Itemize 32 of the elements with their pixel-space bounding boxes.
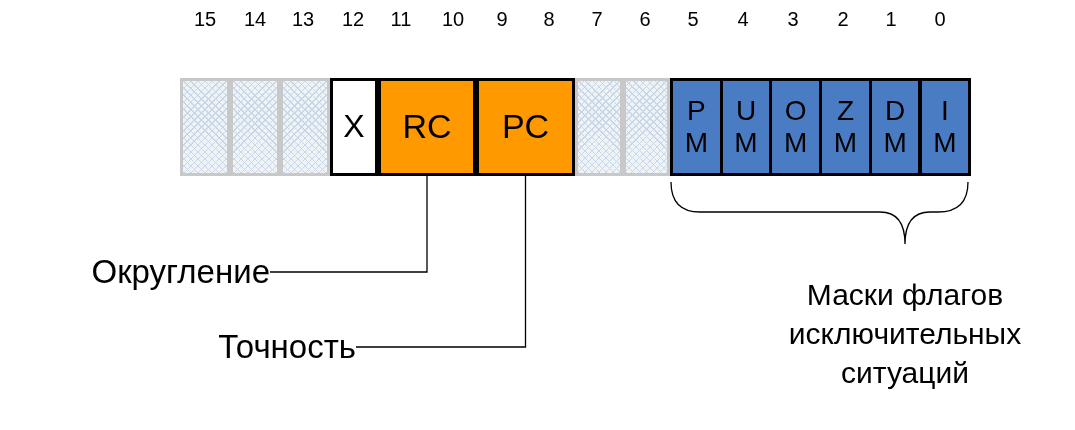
bit-number: 1 [884,8,898,31]
bit-number: 8 [542,8,556,31]
bit-number: 6 [638,8,652,31]
bit-number: 14 [242,8,268,31]
bit-number: 15 [192,8,218,31]
bit-number: 13 [290,8,316,31]
bit-number: 2 [836,8,850,31]
bit-number: 10 [440,8,466,31]
bit-number: 11 [389,8,413,31]
mask-bit-cell: Z M [819,78,872,176]
reserved-bit-cell [280,78,330,176]
bracket-caption: Маски флагов исключительных ситуаций [787,277,1023,391]
reserved-bit-cell [180,78,230,176]
bit-number: 9 [495,8,509,31]
bit-number: 0 [933,8,947,31]
leader-line [269,175,428,273]
bit-number: 4 [736,8,750,31]
mask-bit-cell: P M [670,78,723,176]
reserved-bit-cell [623,78,670,176]
bit-field-cell: PC [476,78,575,176]
bit-number: 12 [340,8,366,31]
bit-field-cell: RC [378,78,476,176]
field-name-label: Округление [6,250,270,294]
bit-number: 7 [590,8,604,31]
bit-number: 5 [686,8,700,31]
bit-number: 3 [786,8,800,31]
bit-field-cell: X [330,78,378,176]
mask-bit-cell: I M [918,78,972,176]
reserved-bit-cell [230,78,280,176]
reserved-bit-cell [575,78,623,176]
leader-line [355,175,527,348]
field-name-label: Точность [140,325,356,369]
